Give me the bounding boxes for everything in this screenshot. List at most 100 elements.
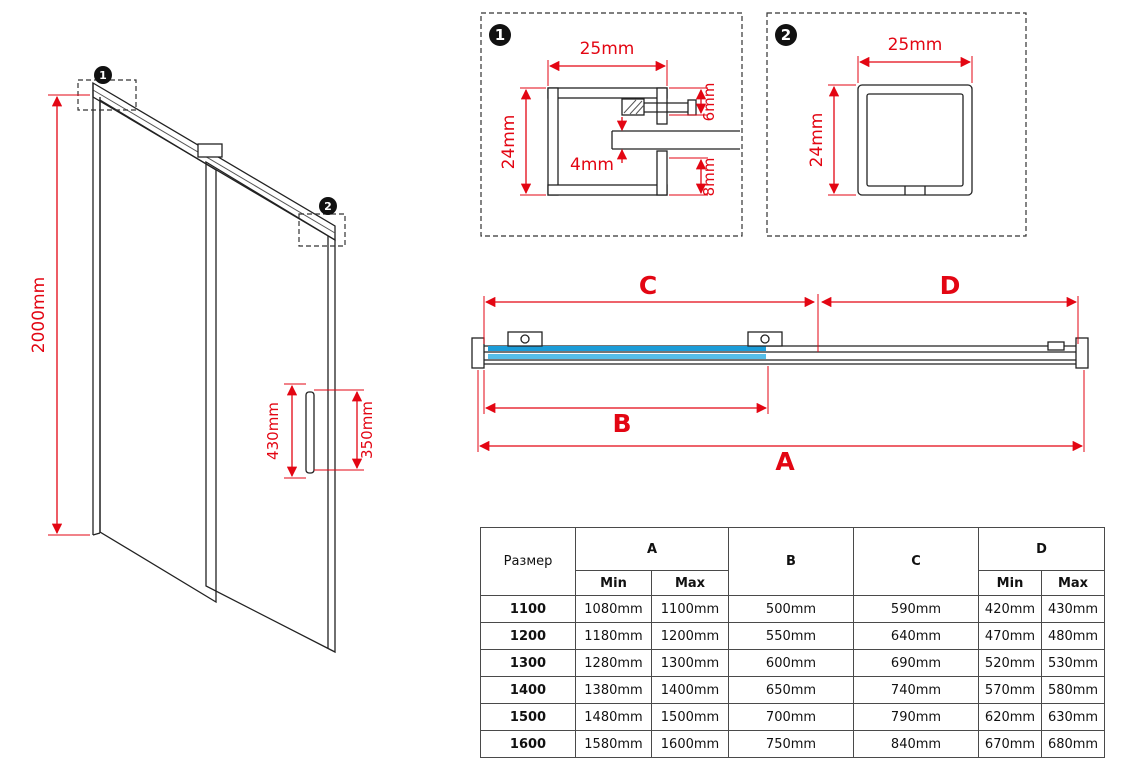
row-a-max: 1600mm bbox=[651, 730, 729, 758]
row-a-max: 1100mm bbox=[651, 595, 729, 623]
sliding-glass-section bbox=[488, 354, 766, 359]
row-b: 500mm bbox=[728, 595, 854, 623]
detail-1-dim-25: 25mm bbox=[547, 39, 668, 86]
detail-2-width-label: 25mm bbox=[888, 35, 943, 55]
table-row: 1100 1080mm 1100mm 500mm 590mm 420mm 430… bbox=[480, 595, 1106, 623]
roller-right bbox=[747, 331, 783, 347]
detail-2-dim-24: 24mm bbox=[807, 84, 856, 196]
callout-marker-1-label: 1 bbox=[99, 69, 107, 82]
detail-2-height-label: 24mm bbox=[807, 113, 827, 168]
horizontal-section-view: C D B A bbox=[471, 271, 1089, 476]
table-header-a: A bbox=[575, 527, 729, 571]
row-b: 650mm bbox=[728, 676, 854, 704]
detail-1-marker bbox=[489, 24, 511, 46]
dim-430-label: 430mm bbox=[264, 402, 282, 460]
row-size: 1600 bbox=[480, 730, 576, 758]
dimension-A: A bbox=[477, 370, 1085, 476]
table-row: 1400 1380mm 1400mm 650mm 740mm 570mm 580… bbox=[480, 676, 1106, 704]
detail-1-height-label: 24mm bbox=[499, 115, 519, 170]
door-handle bbox=[305, 391, 315, 474]
row-c: 690mm bbox=[853, 649, 979, 677]
row-c: 590mm bbox=[853, 595, 979, 623]
detail-1-dim-4: 4mm bbox=[570, 117, 628, 175]
detail-2-callout: 2 25mm 24mm bbox=[766, 12, 1027, 237]
dimension-B: B bbox=[483, 366, 769, 438]
row-d-min: 520mm bbox=[978, 649, 1042, 677]
callout-box-2 bbox=[298, 213, 346, 247]
row-c: 790mm bbox=[853, 703, 979, 731]
door-isometric-view: 1 2 2000mm 430mm bbox=[29, 66, 376, 654]
row-d-max: 430mm bbox=[1040, 595, 1106, 623]
detail-1-bottom-label: 8mm bbox=[700, 158, 718, 197]
row-b: 550mm bbox=[728, 622, 854, 650]
detail-1-dim-6: 6mm bbox=[669, 83, 718, 122]
row-size: 1500 bbox=[480, 703, 576, 731]
detail-2-profile bbox=[857, 84, 973, 196]
row-a-max: 1400mm bbox=[651, 676, 729, 704]
row-b: 600mm bbox=[728, 649, 854, 677]
row-c: 840mm bbox=[853, 730, 979, 758]
row-c: 640mm bbox=[853, 622, 979, 650]
table-row: 1200 1180mm 1200mm 550mm 640mm 470mm 480… bbox=[480, 622, 1106, 650]
detail-1-dim-8: 8mm bbox=[669, 157, 718, 197]
track-assembly bbox=[471, 331, 1089, 369]
table-subheader-a-min: Min bbox=[575, 570, 652, 596]
left-wall-profile bbox=[471, 337, 485, 369]
row-a-min: 1380mm bbox=[575, 676, 652, 704]
row-d-max: 580mm bbox=[1040, 676, 1106, 704]
door-height-label: 2000mm bbox=[29, 277, 49, 353]
track-bracket bbox=[197, 143, 223, 158]
table-row: 1300 1280mm 1300mm 600mm 690mm 520mm 530… bbox=[480, 649, 1106, 677]
table-header-d: D bbox=[977, 527, 1106, 571]
table-header-c: C bbox=[853, 527, 979, 596]
row-b: 700mm bbox=[728, 703, 854, 731]
end-bracket bbox=[1047, 341, 1065, 351]
section-d-label: D bbox=[940, 271, 961, 300]
dim-350-label: 350mm bbox=[358, 401, 376, 459]
section-b-label: B bbox=[612, 409, 631, 438]
row-d-min: 420mm bbox=[978, 595, 1042, 623]
detail-1-profile bbox=[547, 87, 740, 196]
row-d-min: 570mm bbox=[978, 676, 1042, 704]
row-a-min: 1280mm bbox=[575, 649, 652, 677]
table-header-b: B bbox=[728, 527, 854, 596]
right-wall-profile bbox=[1075, 337, 1089, 369]
sliding-glass-panel bbox=[205, 160, 336, 654]
detail-1-callout: 1 bbox=[480, 12, 743, 237]
row-a-min: 1180mm bbox=[575, 622, 652, 650]
callout-marker-2 bbox=[319, 197, 337, 215]
section-c-label: C bbox=[639, 271, 657, 300]
detail-1-top-label: 6mm bbox=[700, 83, 718, 122]
row-d-min: 670mm bbox=[978, 730, 1042, 758]
callout-marker-1 bbox=[94, 66, 112, 84]
callout-marker-2-label: 2 bbox=[324, 200, 332, 213]
dimension-2000: 2000mm bbox=[29, 94, 90, 536]
row-a-max: 1300mm bbox=[651, 649, 729, 677]
detail-1-frame bbox=[480, 12, 743, 237]
fixed-glass-section bbox=[488, 346, 766, 351]
row-a-max: 1200mm bbox=[651, 622, 729, 650]
detail-1-dim-24: 24mm bbox=[499, 87, 546, 196]
row-size: 1300 bbox=[480, 649, 576, 677]
row-d-max: 680mm bbox=[1040, 730, 1106, 758]
row-b: 750mm bbox=[728, 730, 854, 758]
table-subheader-a-max: Max bbox=[651, 570, 729, 596]
detail-2-dim-25: 25mm bbox=[857, 35, 973, 83]
table-subheader-d-max: Max bbox=[1040, 570, 1106, 596]
table-row: 1600 1580mm 1600mm 750mm 840mm 670mm 680… bbox=[480, 730, 1106, 758]
row-a-min: 1080mm bbox=[575, 595, 652, 623]
dimension-C: C bbox=[483, 271, 819, 352]
section-a-label: A bbox=[775, 447, 795, 476]
size-table: Размер A B C D Min Max Min Max 1100 1080… bbox=[480, 527, 1106, 758]
table-header-size: Размер bbox=[480, 527, 576, 596]
roller-bolt bbox=[621, 98, 697, 116]
roller-left bbox=[507, 331, 543, 347]
row-d-min: 470mm bbox=[978, 622, 1042, 650]
row-size: 1100 bbox=[480, 595, 576, 623]
detail-2-frame bbox=[766, 12, 1027, 237]
dimension-D: D bbox=[820, 271, 1079, 344]
row-size: 1200 bbox=[480, 622, 576, 650]
row-d-max: 530mm bbox=[1040, 649, 1106, 677]
